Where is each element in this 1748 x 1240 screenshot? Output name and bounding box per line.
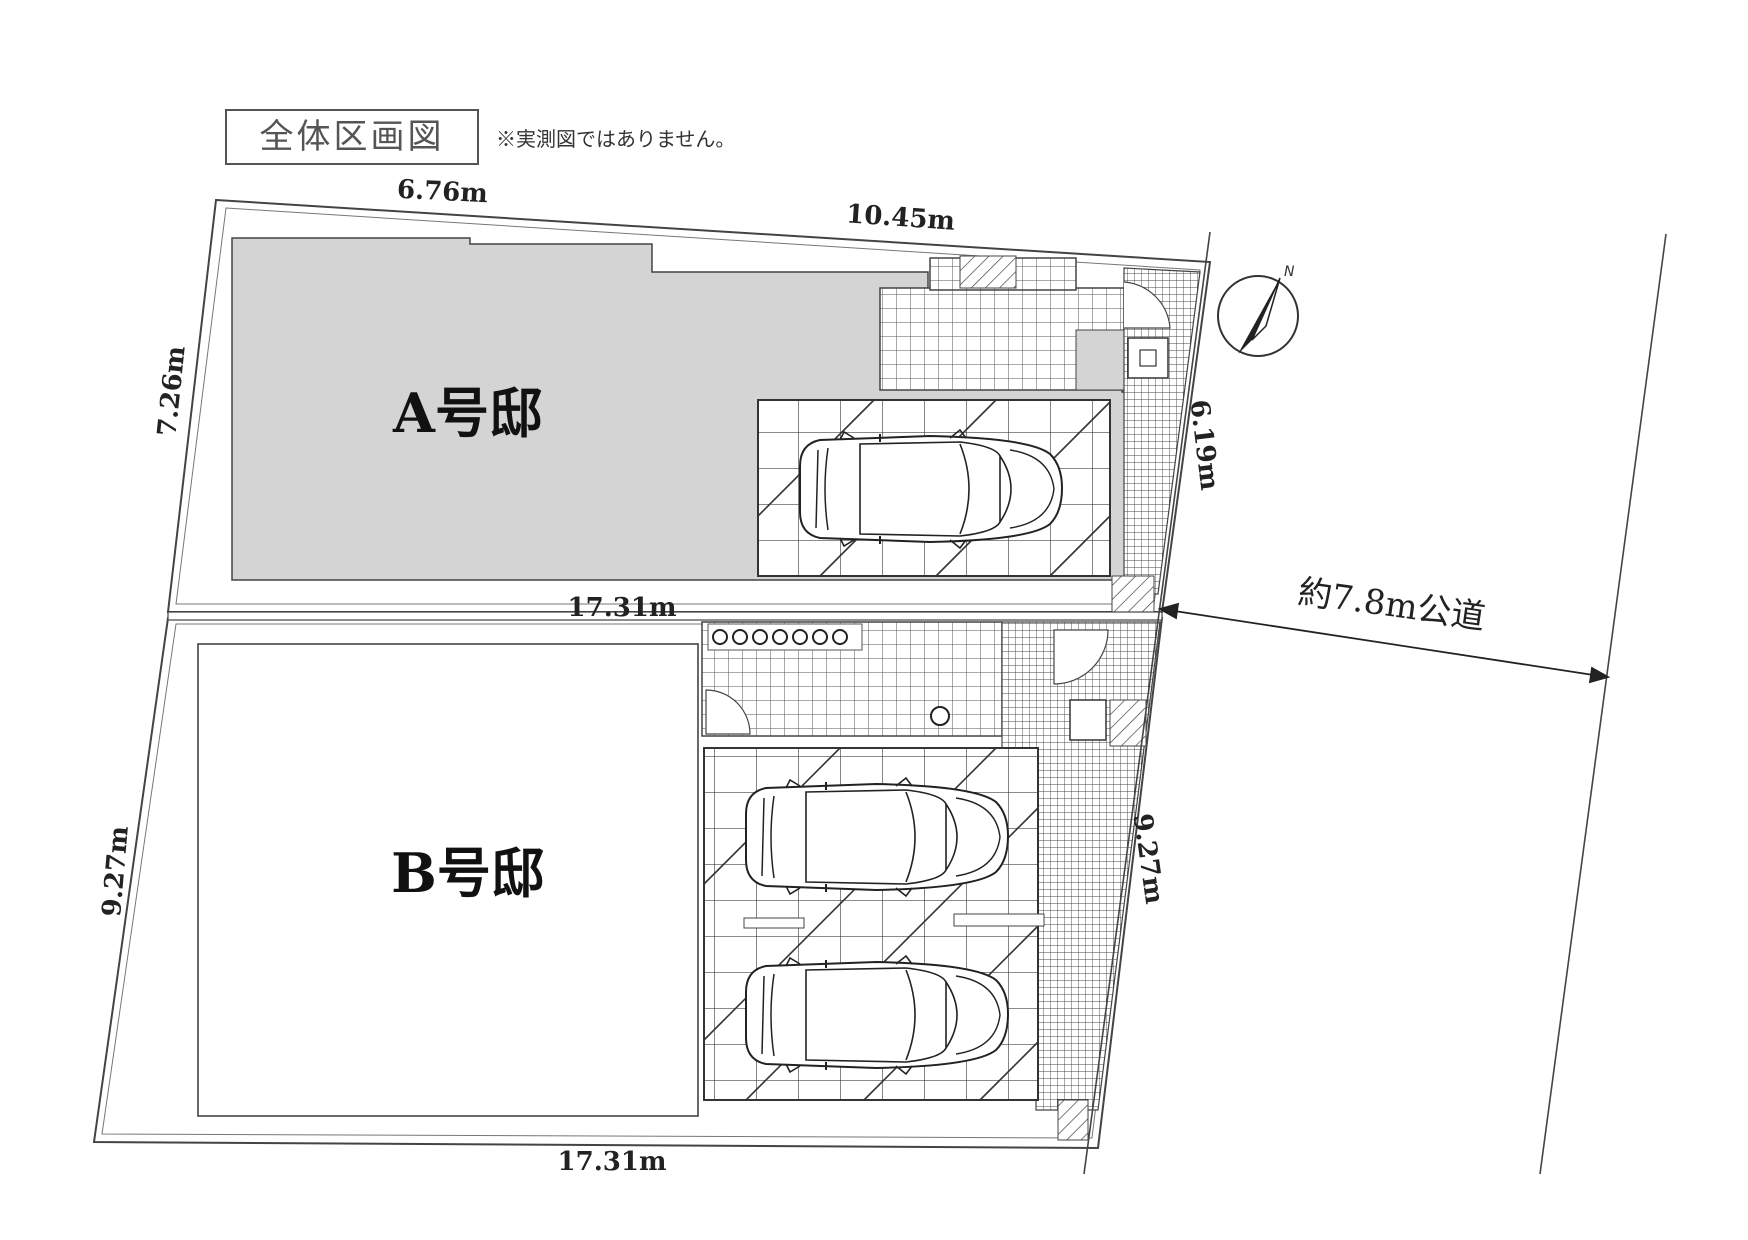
- dim-a-left: 7.26m: [152, 344, 191, 437]
- road-width-arrow: [1157, 602, 1611, 684]
- a-parked-car: [799, 429, 1063, 549]
- unit-b-label: B号邸: [391, 841, 545, 905]
- lot-divider: [167, 611, 1163, 621]
- dim-a-top-left: 6.76m: [396, 175, 488, 210]
- a-mailbox-inner: [1139, 349, 1157, 367]
- building-b-footprint: [197, 643, 699, 1117]
- dim-middle: 17.31m: [568, 593, 677, 623]
- dim-b-bottom: 17.31m: [558, 1147, 667, 1177]
- a-meter-hatch: [1111, 575, 1155, 617]
- road-edge-far: [1539, 233, 1667, 1175]
- page-title: 全体区画図: [260, 117, 445, 157]
- unit-a-label: A号邸: [392, 381, 543, 445]
- a-porch-block: [1075, 329, 1127, 391]
- title-box: [225, 109, 479, 165]
- disclaimer-note: ※実測図ではありません。: [496, 127, 735, 151]
- north-label: N: [1284, 264, 1295, 280]
- b-meter-hatch: [1109, 699, 1147, 747]
- b-door-swing: [705, 689, 751, 735]
- b-corner-hatch: [1057, 1099, 1089, 1141]
- a-step-hatch: [959, 255, 1017, 289]
- b-parked-car-1: [745, 777, 1009, 897]
- b-wheelstop-right: [953, 913, 1045, 927]
- a-gate-door-swing: [1123, 281, 1171, 329]
- dim-a-right: 6.19m: [1184, 398, 1225, 492]
- north-compass-icon: [1217, 275, 1299, 357]
- b-parked-car-2: [745, 955, 1009, 1075]
- b-gate-door-swing: [1053, 629, 1109, 685]
- dim-a-top-right: 10.45m: [845, 199, 956, 237]
- b-wheelstop-left: [743, 917, 805, 929]
- b-mailbox: [1069, 699, 1107, 741]
- dim-b-right: 9.27m: [1127, 812, 1169, 906]
- b-planting: [707, 623, 950, 726]
- road-label: 約7.8m公道: [1296, 572, 1488, 638]
- road-edge-near: [1083, 231, 1211, 1175]
